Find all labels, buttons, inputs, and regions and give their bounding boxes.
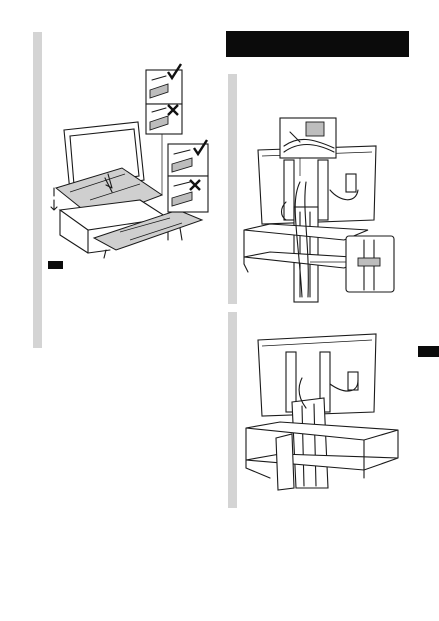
cross-mark-icon [167, 104, 179, 116]
cable-lines [280, 181, 359, 298]
shelf-glass [245, 421, 399, 479]
cable-lines [298, 377, 359, 409]
tv-stand-glass-illustration [50, 63, 209, 259]
check-mark-icon [193, 139, 209, 157]
tv-rear-cable-routing [243, 117, 395, 303]
inset-incorrect-bottom [167, 175, 209, 213]
inset-correct-top [145, 69, 183, 105]
cross-mark-icon [189, 179, 201, 191]
tv-rear-assembled-stand [245, 333, 399, 491]
step-bar-right-top [228, 74, 237, 304]
check-mark-icon [167, 63, 183, 81]
inset-incorrect-top [145, 103, 183, 135]
section-header-bar [226, 31, 409, 57]
step-bar-right-bottom [228, 312, 237, 508]
cable-clamp-closeup [310, 235, 395, 293]
glass-shelf-panel [92, 209, 204, 259]
section-side-tab [418, 346, 439, 357]
base-bracket [275, 433, 295, 491]
cable-clamp-closeup-top [279, 117, 337, 176]
step-bar-left [33, 32, 42, 348]
note-marker [48, 261, 63, 269]
